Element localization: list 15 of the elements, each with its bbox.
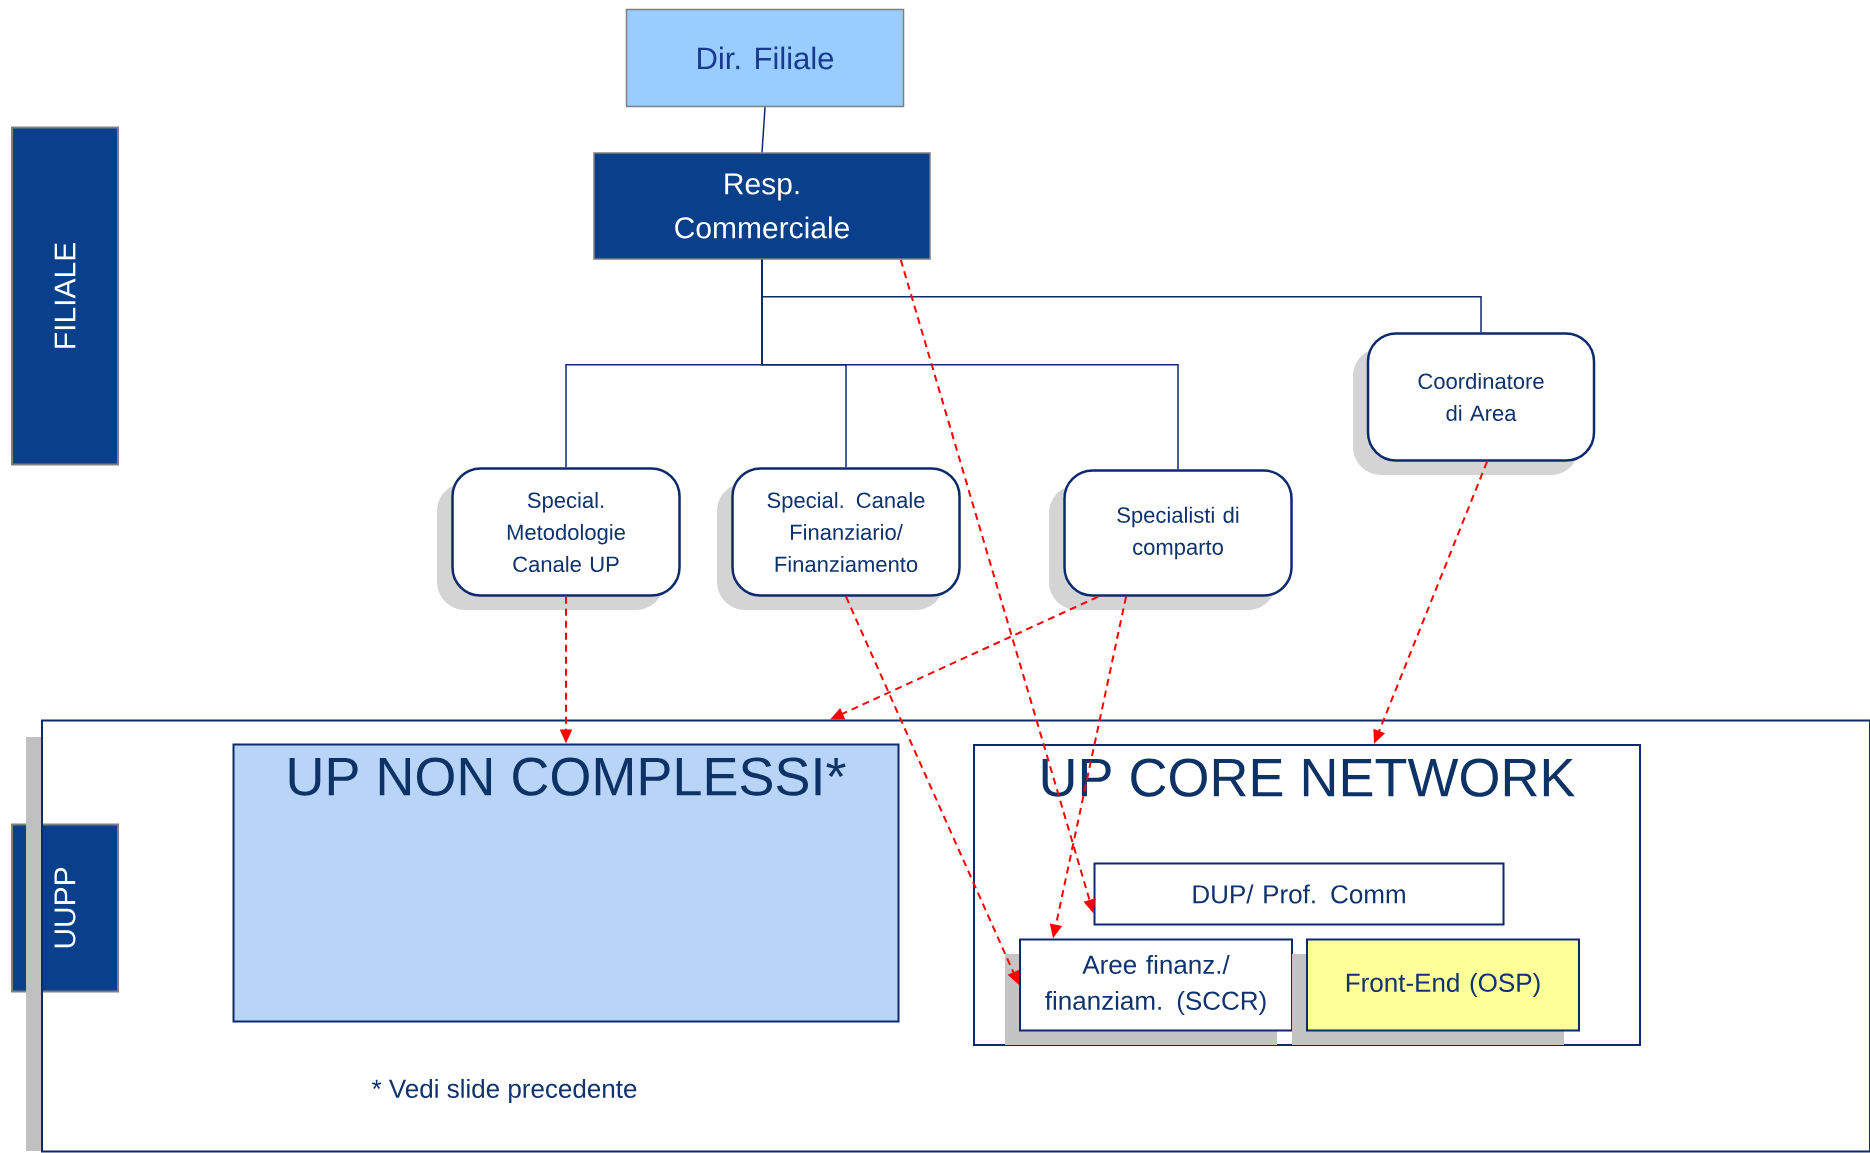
footnote: * Vedi slide precedente	[371, 1078, 637, 1104]
side-tab: FILIALE	[11, 126, 119, 466]
unit-box: DUP/ Prof. Comm	[1093, 862, 1505, 926]
role-box: Resp. Commerciale	[593, 152, 931, 260]
role-box: Special. Metodologie Canale UP	[437, 467, 681, 610]
unit-box: Front-End (OSP)	[1292, 938, 1580, 1045]
connector-line	[761, 259, 1482, 333]
section-frame	[26, 719, 1870, 1153]
role-box: Special. Canale Finanziario/ Finanziamento	[717, 467, 961, 610]
title-box: Dir. Filiale	[625, 8, 905, 108]
connector-line	[761, 106, 766, 153]
role-box: Specialisti di comparto	[1049, 469, 1293, 610]
unit-box: Aree finanz./ finanziam. (SCCR)	[1005, 938, 1293, 1045]
group-box: UP NON COMPLESSI*	[232, 743, 900, 1023]
role-box: Coordinatore di Area	[1353, 332, 1596, 475]
